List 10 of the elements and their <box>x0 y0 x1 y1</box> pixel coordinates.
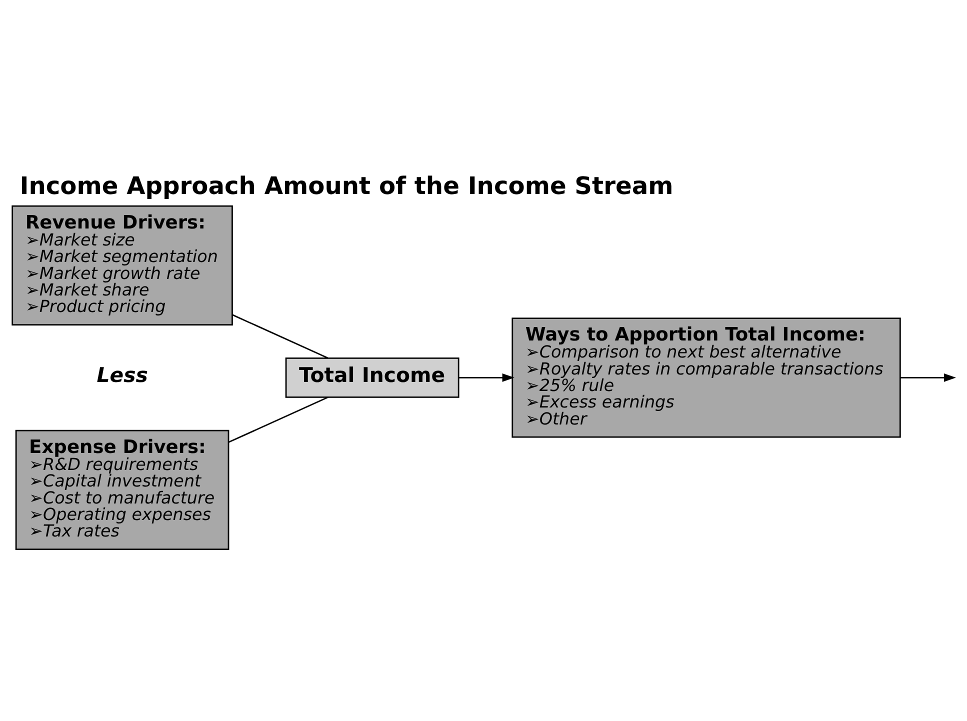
node-box: Ways to Apportion Total Income: ➢Comparison to next best alternative ➢Royalty rates in comparable transactions ➢25% rule ➢Excess earnings ➢Other <box>512 318 901 438</box>
diagram-title: Income Approach Amount of the Income Stream <box>20 172 674 200</box>
connector <box>232 314 328 359</box>
arrow <box>458 373 514 382</box>
node-box: Total Income <box>285 357 460 398</box>
node-box: Revenue Drivers: ➢Market size ➢Market segmentation ➢Market growth rate ➢Market share ➢Product pricing <box>12 205 233 326</box>
connector <box>228 396 329 443</box>
label: Less <box>96 362 148 387</box>
node-box: Expense Drivers: ➢R&D requirements ➢Capital investment ➢Cost to manufacture ➢Operating expenses ➢Tax rates <box>15 430 230 550</box>
arrow <box>900 373 956 382</box>
